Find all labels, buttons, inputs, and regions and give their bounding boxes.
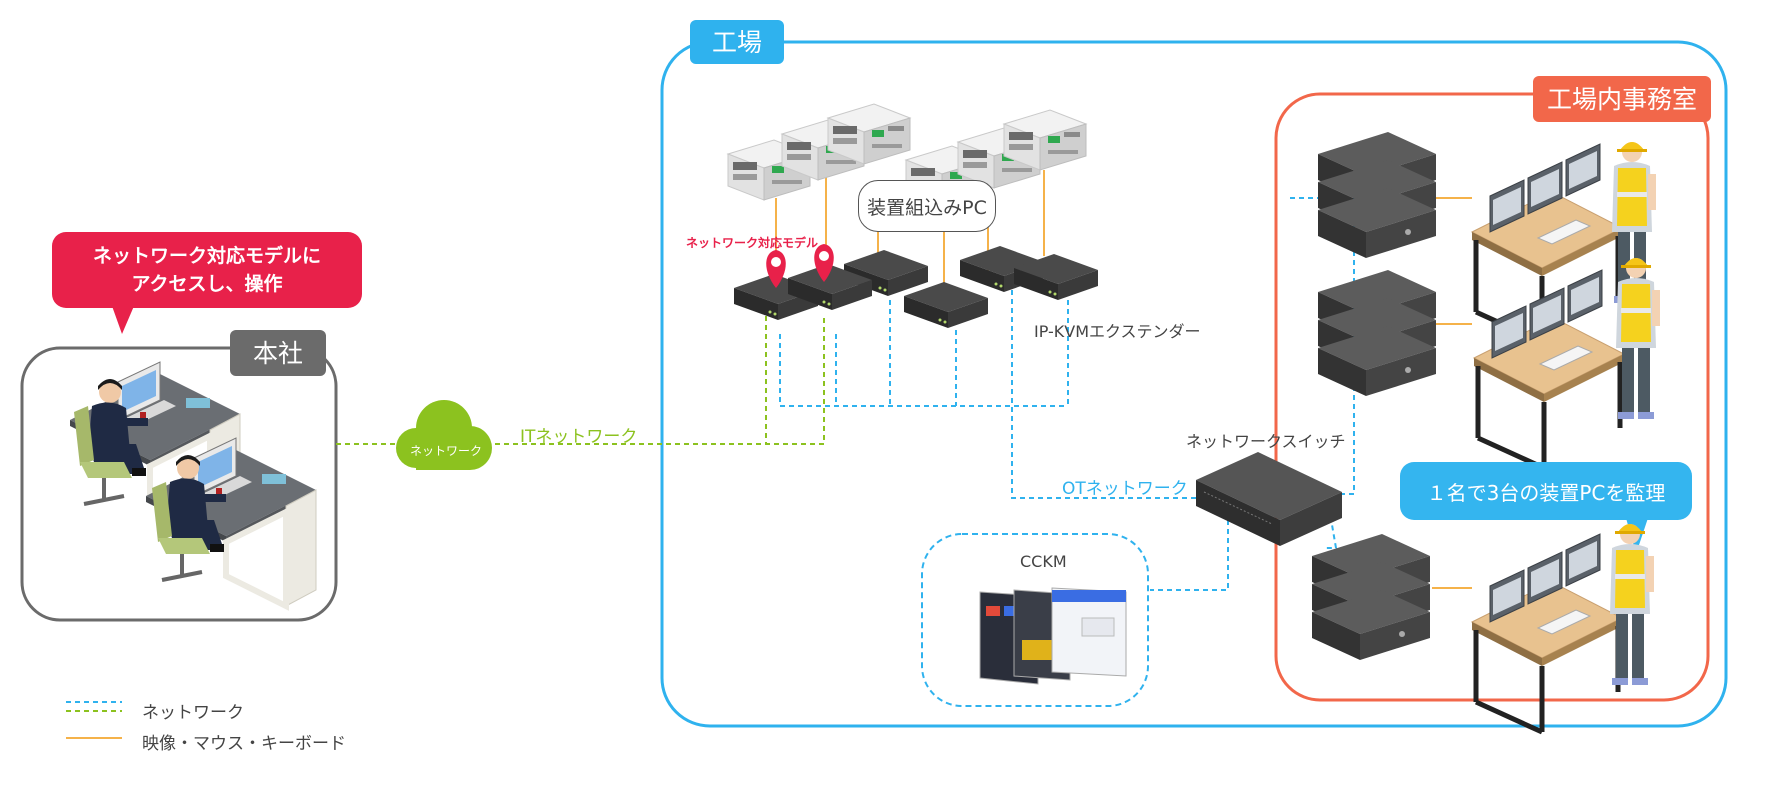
- network-model-label: ネットワーク対応モデル: [686, 236, 819, 250]
- hq-workstations: [70, 362, 316, 606]
- network-switch-label: ネットワークスイッチ: [1186, 432, 1346, 451]
- office-label: 工場内事務室: [1546, 84, 1697, 114]
- ot-network-label: OTネットワーク: [1062, 479, 1188, 499]
- hq-callout-line2: アクセスし、操作: [131, 273, 283, 295]
- it-network-lines: [336, 316, 825, 445]
- server-racks: [1312, 132, 1436, 660]
- legend-lines: [66, 701, 122, 739]
- legend-network-label: ネットワーク: [142, 703, 244, 723]
- it-network-label: ITネットワーク: [520, 427, 638, 447]
- office-callout-text: １名で3台の装置PCを監理: [1426, 480, 1666, 505]
- kvm-extenders: [734, 246, 1098, 328]
- cloud-label: ネットワーク: [409, 444, 482, 458]
- location-pin-icon: [766, 244, 834, 288]
- office-region: [1274, 92, 1710, 702]
- factory-region: [660, 40, 1728, 728]
- office-callout-bubble: １名で3台の装置PCを監理: [1400, 462, 1692, 520]
- bubble-left-tail: [112, 306, 134, 334]
- hq-tag: 本社: [230, 330, 326, 376]
- hq-region: [20, 346, 338, 622]
- kvm-extender-label: IP-KVMエクステンダー: [1034, 322, 1201, 341]
- hq-label: 本社: [252, 338, 303, 368]
- legend-av-label: 映像・マウス・キーボード: [142, 734, 346, 754]
- cloud-icon: [396, 400, 492, 470]
- embedded-pc-box: 装置組込みPC: [858, 180, 996, 232]
- hq-callout-bubble: ネットワーク対応モデルに アクセスし、操作: [52, 232, 362, 308]
- operator-desks: [1472, 144, 1624, 732]
- embedded-pc-label: 装置組込みPC: [867, 196, 987, 219]
- cckm-region: [921, 533, 1149, 707]
- cckm-label: CCKM: [1020, 552, 1067, 571]
- factory-label: 工場: [711, 27, 762, 57]
- office-tag: 工場内事務室: [1533, 76, 1711, 122]
- cckm-screens: [979, 587, 1127, 685]
- hq-callout-line1: ネットワーク対応モデルに: [92, 245, 321, 267]
- factory-tag: 工場: [690, 20, 784, 64]
- network-switch-device: [1196, 452, 1342, 546]
